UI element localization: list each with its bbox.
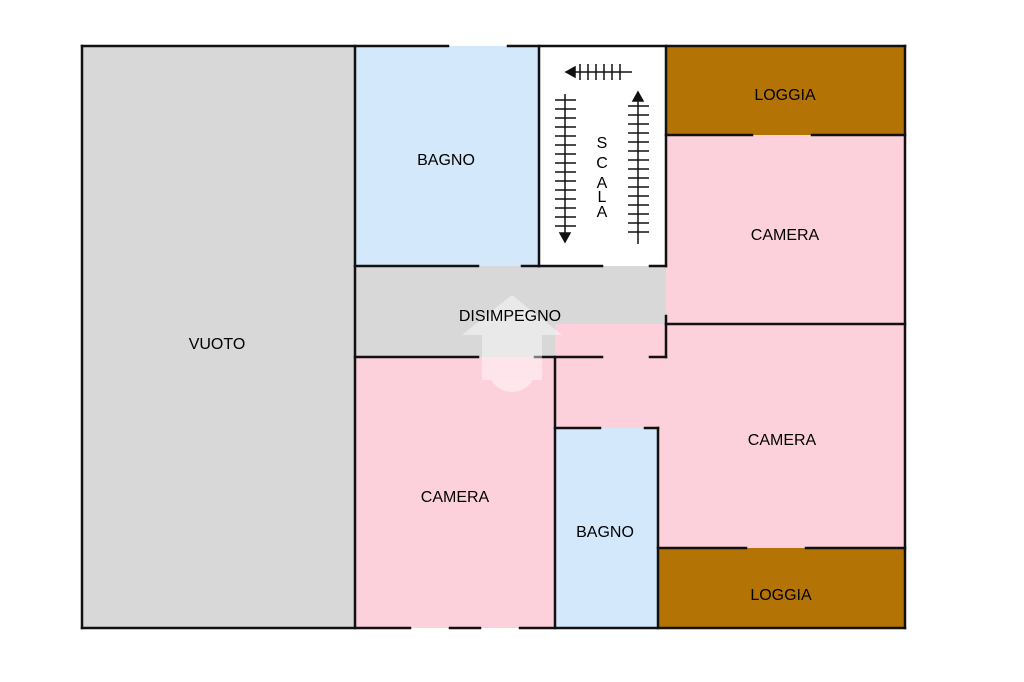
label-camera-bottom-left: CAMERA	[421, 489, 490, 506]
room-loggia-bottom	[658, 548, 905, 628]
room-bagno-top	[355, 46, 539, 266]
label-disimpegno: DISIMPEGNO	[459, 308, 561, 325]
label-scala-letter-3: A	[597, 175, 608, 192]
stair-arrow-right-head	[631, 90, 645, 102]
label-vuoto: VUOTO	[189, 336, 246, 353]
room-camera-bottom-left	[355, 357, 555, 628]
room-bagno-bottom	[555, 428, 658, 628]
room-scala	[539, 46, 666, 266]
stair-graphics	[555, 64, 649, 244]
stair-arrow-top-head	[564, 65, 576, 79]
room-camera-top-right	[666, 135, 905, 324]
label-scala: S C A L A	[596, 135, 608, 221]
watermark-logo	[462, 295, 562, 392]
room-loggia-top	[666, 46, 905, 135]
walls	[80, 44, 907, 630]
label-camera-right: CAMERA	[748, 432, 817, 449]
label-loggia-bottom: LOGGIA	[750, 587, 812, 604]
label-bagno-top: BAGNO	[417, 152, 475, 169]
label-scala-letter-4: L	[598, 189, 607, 206]
label-loggia-top: LOGGIA	[754, 87, 816, 104]
stair-arrow-left-head	[558, 232, 572, 244]
room-vuoto	[82, 46, 355, 628]
label-scala-letter-2: C	[596, 155, 608, 172]
label-bagno-bottom: BAGNO	[576, 524, 634, 541]
label-scala-letter-1: S	[597, 135, 608, 152]
label-camera-top-right: CAMERA	[751, 227, 820, 244]
room-camera-right-link	[555, 357, 666, 428]
label-scala-letter-5: A	[597, 204, 608, 221]
